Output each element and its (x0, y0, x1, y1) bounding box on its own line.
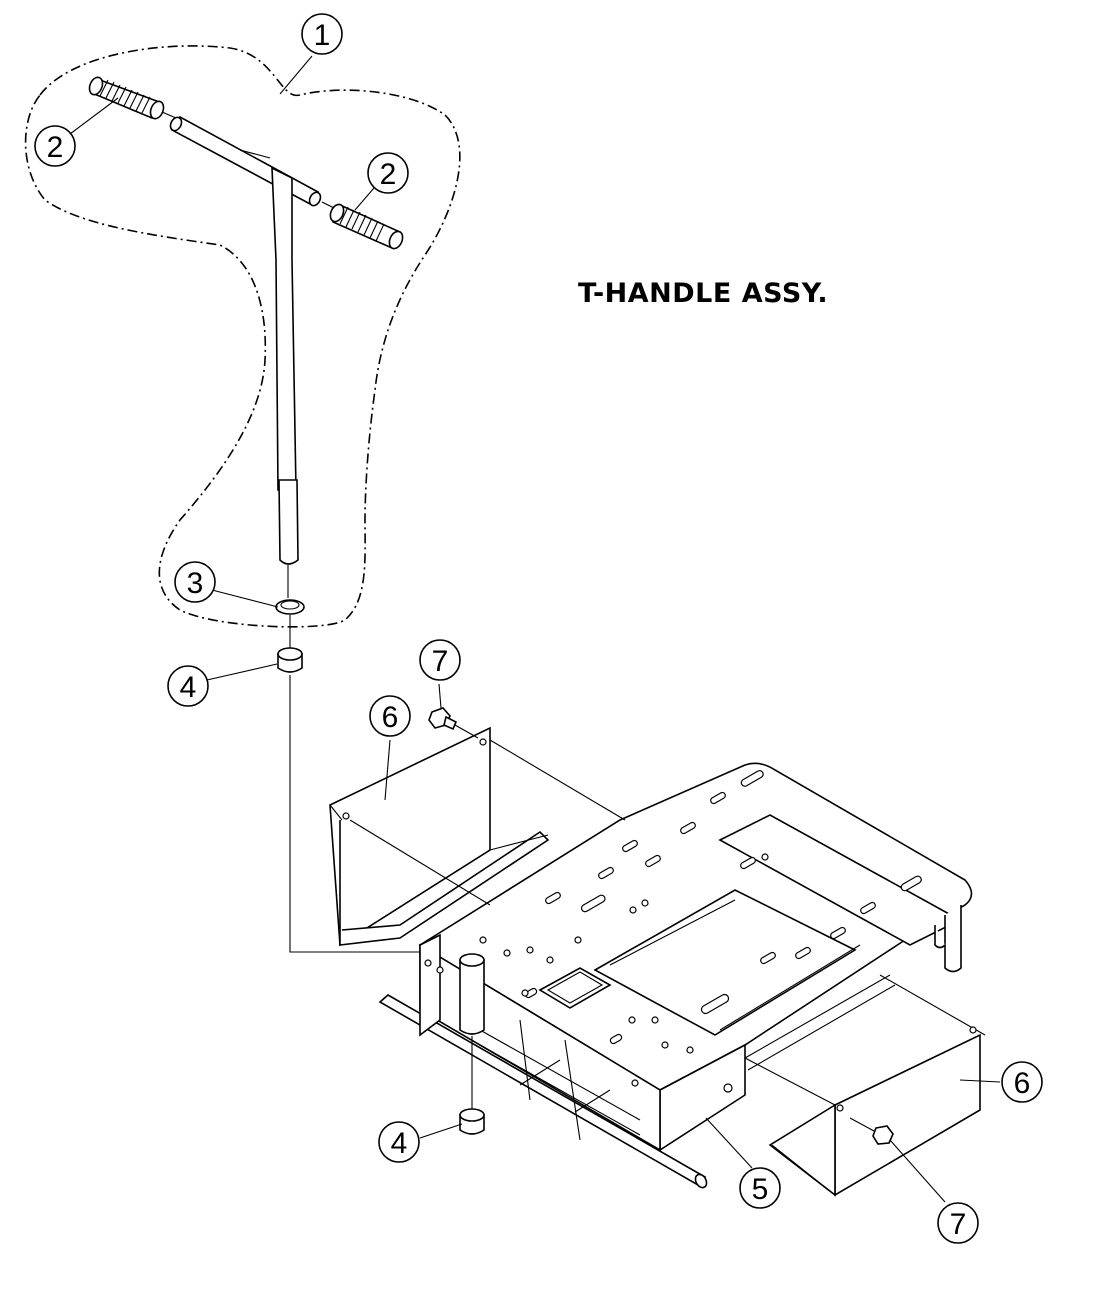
callout-7-top-label: 7 (432, 645, 449, 678)
callout-6-right: 6 (1001, 1061, 1043, 1103)
callout-2-left-label: 2 (47, 131, 64, 164)
callout-2-left: 2 (34, 125, 76, 167)
diagram-title: T-HANDLE ASSY. (578, 278, 829, 309)
t-handle-stem (271, 166, 299, 598)
callout-5: 5 (739, 1167, 781, 1209)
callout-6-right-label: 6 (1014, 1067, 1031, 1100)
bolt-top (428, 707, 479, 739)
callout-1: 1 (301, 13, 343, 55)
callout-7-bottom: 7 (937, 1202, 979, 1244)
bushing-top (277, 615, 303, 673)
callout-4-top: 4 (167, 665, 209, 707)
callout-6-left-label: 6 (382, 701, 399, 734)
callout-1-label: 1 (314, 19, 331, 52)
t-handle-crossbar (169, 115, 322, 207)
washer (275, 599, 305, 615)
rail-slots (545, 770, 922, 1015)
left-grip (88, 76, 177, 120)
callout-2-right-label: 2 (380, 158, 397, 191)
bushing-bottom (459, 1108, 485, 1135)
leader-lines (69, 55, 1001, 1203)
callout-3: 3 (174, 561, 216, 603)
assembly-boundary (24, 45, 461, 628)
bolt-bottom (849, 1117, 894, 1145)
side-shield-right (744, 974, 986, 1197)
callout-4-bottom: 4 (378, 1121, 420, 1163)
callout-4-top-label: 4 (180, 671, 197, 704)
assembly-guide-line (289, 675, 466, 953)
callout-2-right: 2 (367, 152, 409, 194)
callout-3-label: 3 (187, 567, 204, 600)
callout-7-top: 7 (419, 639, 461, 681)
side-shield-left (329, 726, 626, 947)
right-grip (321, 201, 404, 250)
frame-holes (479, 853, 769, 1093)
callout-4-bottom-label: 4 (391, 1127, 408, 1160)
callout-5-label: 5 (752, 1173, 769, 1206)
callout-6-left: 6 (369, 695, 411, 737)
deck-frame (378, 762, 973, 1189)
callout-7-bottom-label: 7 (950, 1208, 967, 1241)
